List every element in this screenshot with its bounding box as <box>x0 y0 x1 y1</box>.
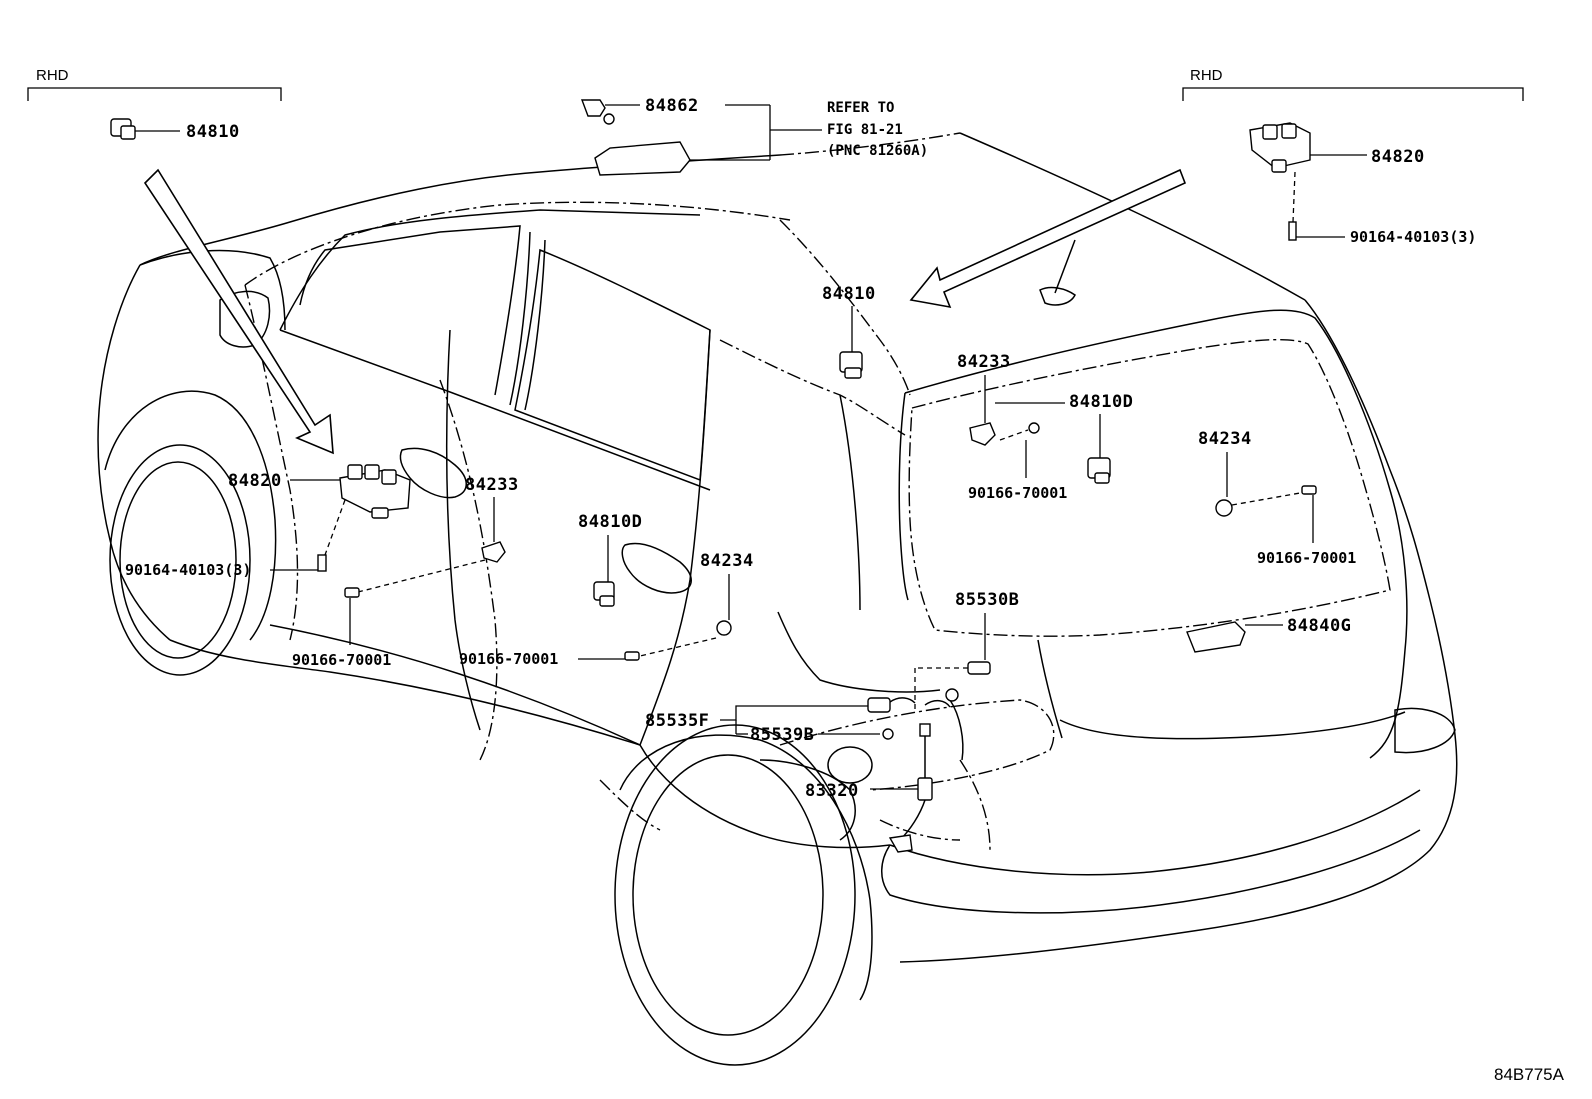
switch-84840G: 84840G <box>1186 616 1351 653</box>
door-switch-84810D-left: 84810D <box>578 512 642 607</box>
door-switch-84810D-right: 84810D <box>1069 392 1133 484</box>
label-85539B: 85539B <box>750 725 814 745</box>
label-84820-left: 84820 <box>228 471 282 491</box>
switch-84233-left: 84233 90166-70001 <box>292 475 519 669</box>
switch-85530B: 85530B <box>914 590 1019 710</box>
refer-line-1: REFER TO <box>827 100 894 116</box>
label-84810-center: 84810 <box>822 284 876 304</box>
label-84810D-left: 84810D <box>578 512 642 532</box>
label-84234-left: 84234 <box>700 551 754 571</box>
label-90164-top-right: 90164-40103(3) <box>1350 228 1476 246</box>
rhd-label-left: RHD <box>36 67 69 84</box>
label-85530B: 85530B <box>955 590 1019 610</box>
label-84862: 84862 <box>645 96 699 116</box>
label-85535F: 85535F <box>645 711 709 731</box>
label-90166-center: 90166-70001 <box>459 650 558 668</box>
switch-84862: 84862 REFER TO FIG 81-21 (PNC 81260A) <box>580 96 928 176</box>
label-90166-right-mid: 90166-70001 <box>968 484 1067 502</box>
label-90164-left: 90164-40103(3) <box>125 561 251 579</box>
label-84810D-right: 84810D <box>1069 392 1133 412</box>
label-84840G: 84840G <box>1287 616 1351 636</box>
label-84233-left: 84233 <box>465 475 519 495</box>
label-84234-right: 84234 <box>1198 429 1252 449</box>
label-84810-top-left: 84810 <box>186 122 240 142</box>
fuel-gauge-83320: 83320 <box>805 723 933 853</box>
refer-line-3: (PNC 81260A) <box>827 143 928 159</box>
vehicle-outline <box>97 132 1458 1066</box>
door-switch-84810-center: 84810 <box>822 284 876 379</box>
arrow-right <box>909 168 1187 309</box>
arrow-left <box>143 168 334 455</box>
switch-84233-right: 84233 90166-70001 <box>957 352 1067 502</box>
switch-84234-right: 84234 90166-70001 <box>1198 429 1356 567</box>
door-switch-84810-top-left: 84810 <box>110 118 240 142</box>
label-90166-far-right: 90166-70001 <box>1257 549 1356 567</box>
switch-84234-left: 84234 90166-70001 <box>459 551 754 668</box>
label-83320: 83320 <box>805 781 859 801</box>
label-84820-top-right: 84820 <box>1371 147 1425 167</box>
refer-line-2: FIG 81-21 <box>827 122 903 138</box>
rhd-label-right: RHD <box>1190 67 1223 84</box>
power-window-switch-84820-left: 84820 90164-40103(3) <box>125 464 411 579</box>
label-84233-right: 84233 <box>957 352 1011 372</box>
rhd-bracket-left: RHD <box>27 67 282 101</box>
rhd-bracket-right: RHD <box>1182 67 1524 101</box>
power-window-switch-84820-top-right: 84820 90164-40103(3) <box>1249 122 1476 246</box>
switch-85535F-85539B: 85535F 85539B <box>645 688 959 745</box>
label-90166-left: 90166-70001 <box>292 651 391 669</box>
diagram-code: 84B775A <box>1494 1065 1565 1084</box>
